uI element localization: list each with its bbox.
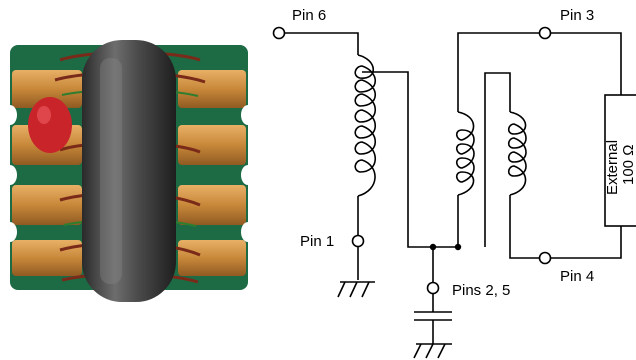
ground-symbol-bottom (413, 343, 452, 359)
pins25-label: Pins 2, 5 (452, 282, 510, 299)
ferrite-core (82, 40, 176, 302)
resistor-label-line2: 100 Ω (620, 145, 636, 185)
secondary-inductor-2 (507, 111, 527, 196)
pin6-label: Pin 6 (292, 7, 326, 24)
pin1-terminal[interactable] (351, 234, 365, 248)
pin3-label: Pin 3 (560, 7, 594, 24)
primary-inductor (354, 54, 377, 197)
pin1-label: Pin 1 (300, 233, 334, 250)
resistor-label-line1: External (604, 140, 621, 195)
secondary-inductor-1 (455, 111, 475, 196)
pin3-terminal[interactable] (538, 26, 552, 40)
capacitor-symbol (414, 311, 452, 321)
external-resistor (604, 94, 636, 227)
transformer-photo (3, 40, 255, 302)
ground-symbol-left (337, 281, 375, 298)
edge-notches (3, 105, 255, 242)
pin6-terminal[interactable] (272, 26, 286, 40)
pin4-terminal[interactable] (538, 251, 552, 265)
right-pads (178, 70, 246, 276)
pins25-terminal[interactable] (426, 281, 440, 295)
pin4-label: Pin 4 (560, 268, 594, 285)
